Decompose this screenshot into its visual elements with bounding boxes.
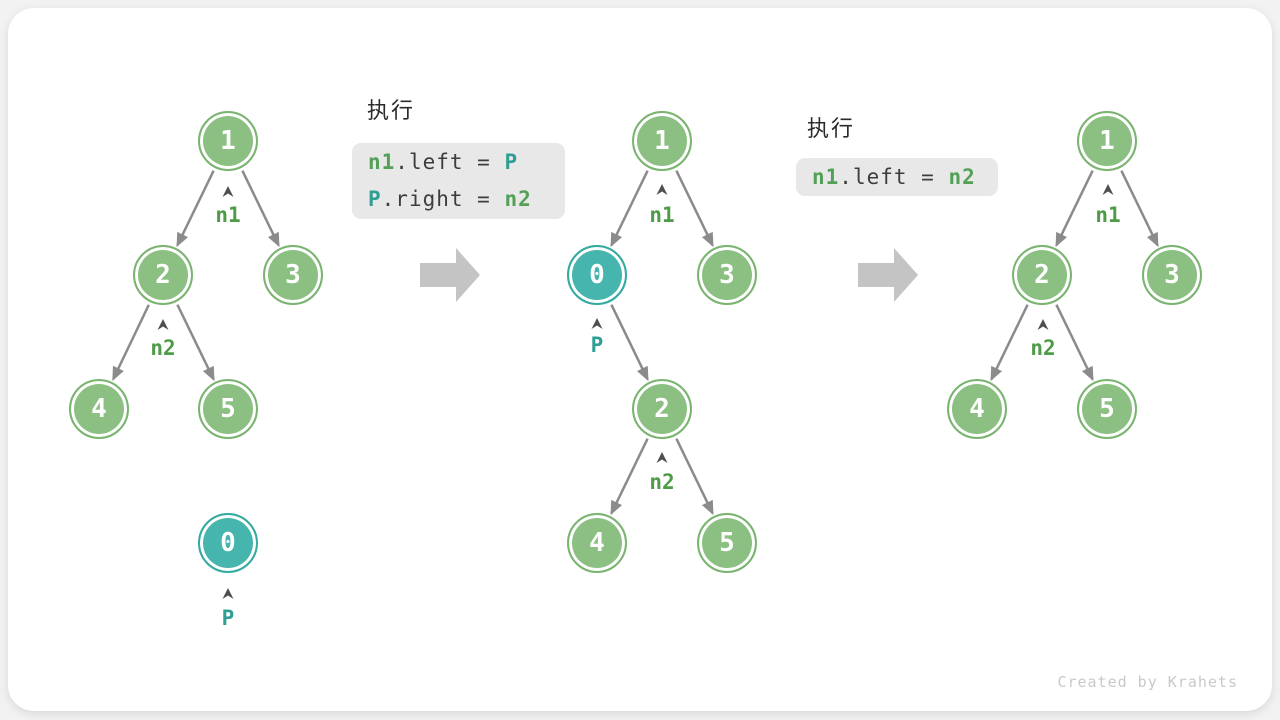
code-token: P: [368, 187, 382, 211]
node-value: 5: [1099, 394, 1115, 424]
tree-node: 2: [1012, 245, 1072, 305]
pointer-label-p: P: [221, 606, 235, 630]
pointer-up-caret-icon: [1102, 184, 1114, 195]
tree-node: 4: [947, 379, 1007, 439]
pointer-label-n1: n1: [1095, 203, 1121, 227]
tree-node: 1: [198, 111, 258, 171]
edge-line: [1055, 304, 1094, 382]
edge-line: [675, 438, 714, 516]
node-value: 2: [155, 260, 171, 290]
edge-line: [610, 170, 649, 248]
tree3-edges: [990, 170, 1159, 382]
node-value: 2: [1034, 260, 1050, 290]
edge-line: [112, 304, 150, 382]
node-value: 1: [654, 126, 670, 156]
edge-line: [1120, 170, 1159, 248]
tree-node-p: 0: [567, 245, 627, 305]
credit-text: Created by Krahets: [1057, 673, 1238, 691]
edge-line: [176, 170, 215, 248]
code-token: .left =: [839, 164, 949, 189]
pointer-up-caret-icon: [591, 318, 603, 329]
edge-line: [1055, 170, 1094, 248]
edge-line: [241, 170, 280, 248]
step-arrow-right-icon: [858, 248, 918, 302]
tree-node: 1: [632, 111, 692, 171]
pointer-up-caret-icon: [222, 588, 234, 599]
tree-node: 1: [1077, 111, 1137, 171]
node-value: 5: [220, 394, 236, 424]
tree-node: 4: [69, 379, 129, 439]
code-token: .left =: [395, 150, 505, 174]
pointer-label-p: P: [590, 333, 604, 357]
code-line: n1.left = P: [368, 144, 549, 181]
node-value: 1: [1099, 126, 1115, 156]
node-value: 0: [589, 260, 605, 290]
pointer-label-n2: n2: [649, 470, 675, 494]
code-token: n1: [812, 164, 840, 189]
node-value: 4: [91, 394, 107, 424]
edge-line: [176, 304, 215, 382]
tree-node: 5: [1077, 379, 1137, 439]
pointer-up-caret-icon: [656, 184, 668, 195]
tree-node: 2: [133, 245, 193, 305]
pointer-label-n2: n2: [150, 336, 176, 360]
tree-node: 3: [263, 245, 323, 305]
tree-node-p: 0: [198, 513, 258, 573]
pointer-label-n1: n1: [649, 203, 675, 227]
pointer-carets: [157, 184, 1114, 599]
node-value: 3: [1164, 260, 1180, 290]
code-token: .right =: [381, 187, 505, 211]
node-value: 5: [719, 528, 735, 558]
step-arrow-right-icon: [420, 248, 480, 302]
node-value: 1: [220, 126, 236, 156]
code-token: n2: [948, 164, 976, 189]
code-box: n1.left = P P.right = n2: [352, 143, 565, 219]
tree-node: 2: [632, 379, 692, 439]
code-line: P.right = n2: [368, 181, 549, 218]
pointer-label-n1: n1: [215, 203, 241, 227]
tree-node: 5: [198, 379, 258, 439]
edge-line: [990, 304, 1029, 382]
edge-line: [610, 304, 649, 382]
node-value: 3: [719, 260, 735, 290]
tree-node: 4: [567, 513, 627, 573]
code-line: n1.left = n2: [812, 159, 982, 196]
pointer-up-caret-icon: [1037, 319, 1049, 330]
edge-line: [610, 438, 649, 516]
tree-node: 3: [697, 245, 757, 305]
pointer-up-caret-icon: [157, 319, 169, 330]
node-value: 2: [654, 394, 670, 424]
code-token: n1: [368, 150, 396, 174]
pointer-up-caret-icon: [656, 452, 668, 463]
code-box: n1.left = n2: [796, 158, 998, 196]
node-value: 4: [969, 394, 985, 424]
pointer-label-n2: n2: [1030, 336, 1056, 360]
exec-label: 执行: [807, 116, 856, 141]
pointer-up-caret-icon: [222, 186, 234, 197]
node-value: 3: [285, 260, 301, 290]
node-value: 4: [589, 528, 605, 558]
tree-node: 3: [1142, 245, 1202, 305]
tree-node: 5: [697, 513, 757, 573]
code-token: n2: [504, 187, 532, 211]
node-value: 0: [220, 528, 236, 558]
edge-line: [675, 170, 714, 248]
code-token: P: [504, 150, 519, 174]
exec-label: 执行: [367, 98, 416, 123]
tree1-edges: [112, 170, 280, 382]
tree2-edges: [610, 170, 714, 516]
